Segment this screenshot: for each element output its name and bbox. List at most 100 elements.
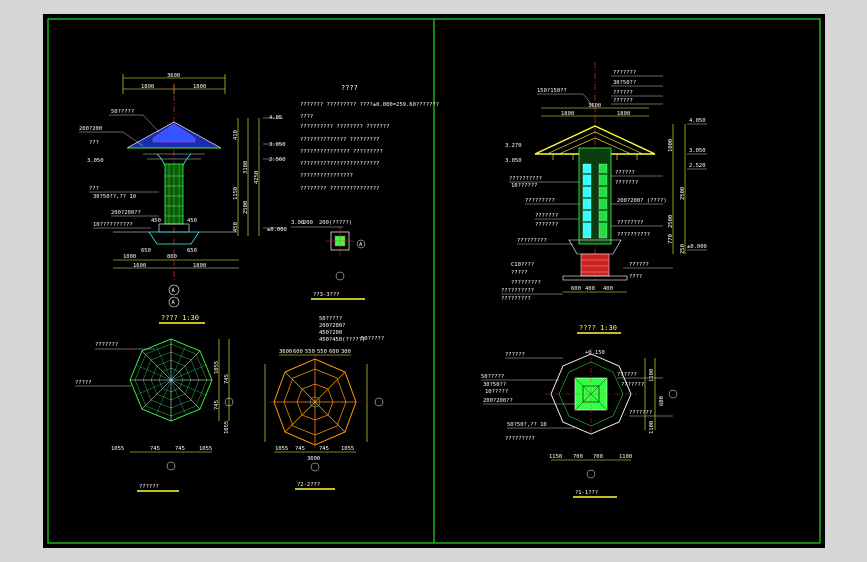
right-label-r-d: ???????? — [617, 220, 644, 226]
right-rdim-e: 250 — [680, 244, 686, 254]
left-rdim-d: 1150 — [233, 187, 239, 200]
plan2-dim-top-b: 600 — [293, 349, 303, 355]
roof-plan: ??????? ????? 1055 745 745 1055 1055 745… — [75, 338, 234, 492]
right-label-r-e: ?????????? — [617, 232, 650, 238]
plan2-dim-top-f: 300 — [341, 349, 351, 355]
design-notes: ???? ??????? ????????? ????±0.000=259.60… — [300, 84, 439, 192]
right-level-b: 3.050 — [689, 148, 706, 154]
right-label-l-j: ?????????? — [501, 288, 534, 294]
plan1-dim-r-a: 1100 — [649, 369, 655, 382]
left-label-b: 200?200 — [79, 126, 102, 132]
left-rdim-b: 3180 — [243, 161, 249, 174]
right-label-l-k: ????????? — [501, 296, 531, 302]
roofplan-dim-r-a: 1055 — [214, 361, 220, 374]
right-label-r-a: ?????? — [615, 170, 635, 176]
right-level-a: 4.050 — [689, 118, 706, 124]
left-label-d: 30?50??,?? 10 — [93, 194, 136, 200]
left-label-a: 50????? — [111, 109, 134, 115]
cad-sheet: 3600 1800 1800 1000 800 1600 1800 450 45… — [43, 14, 825, 548]
roofplan-dim-bot-a: 1055 — [111, 446, 124, 452]
left-level-b: 3.050 — [269, 142, 286, 148]
left-rdim-e: 2500 — [243, 201, 249, 214]
plan2-label-a: 50????? — [319, 316, 342, 322]
right-elevation-title: ???? 1:30 — [579, 324, 617, 332]
right-level-c: 2.520 — [689, 163, 706, 169]
plan2-total: 3600 — [307, 456, 320, 462]
roofplan-dim-bot-b: 745 — [150, 446, 160, 452]
roofplan-dim-r-b: 745 — [224, 374, 230, 384]
plan2-dim-top-d: 550 — [317, 349, 327, 355]
plan2-label-e: 50????? — [361, 336, 384, 342]
plan2-dim-bot-b: 745 — [295, 446, 305, 452]
right-elevation: 3600 1800 1800 600 400 400 1000 2500 250… — [501, 62, 707, 334]
right-label-r-f: ?????? — [629, 262, 649, 268]
roofplan-dim-bot-d: 1055 — [199, 446, 212, 452]
left-axis-a: A — [172, 288, 176, 294]
left-level-c: 2.560 — [269, 157, 286, 163]
right-rdim-c: 2500 — [668, 215, 674, 228]
right-label-l-f: ????????? — [517, 238, 547, 244]
plan1-label-f: 50?50?,?? 10 — [507, 422, 547, 428]
left-dim-bot-c: 1600 — [133, 263, 146, 269]
right-label-l-i: ????????? — [511, 280, 541, 286]
notes-line-0: ??????? ????????? ????±0.000=259.60?????… — [300, 102, 439, 108]
right-dim-top-b: 1800 — [617, 111, 630, 117]
right-label-l-a: ?????????? — [509, 176, 542, 182]
notes-line-4: ??????????????? ????????? — [300, 149, 383, 155]
left-axis-b: A — [172, 300, 176, 306]
right-label-l-c: ????????? — [525, 198, 555, 204]
plan1-dim-r-b: 600 — [659, 396, 665, 406]
detail-label-b: 200 — [303, 220, 313, 226]
right-label-top-c: ?????? — [613, 90, 633, 96]
left-label-e: 200?200?? — [111, 210, 141, 216]
right-level-d: ±0.000 — [687, 244, 707, 250]
right-level-e: 3.270 — [505, 143, 522, 149]
notes-line-7: ???????? ??????????????? — [300, 186, 379, 192]
plan1-dim-bot-b: 700 — [573, 454, 583, 460]
right-label-l-e: ??????? — [535, 222, 558, 228]
right-label-top-a: ??????? — [613, 70, 636, 76]
left-dim-bot-a: 1000 — [123, 254, 136, 260]
left-label-c: ??? — [89, 186, 99, 192]
right-dim-bot-c: 400 — [603, 286, 613, 292]
plan1-label-i: ??????? — [621, 382, 644, 388]
plan1-label-d: 10????? — [485, 389, 508, 395]
right-dim-bot-a: 600 — [571, 286, 581, 292]
plan2-dim-top-e: 600 — [329, 349, 339, 355]
plan-1-1: +0.150 ?????? 50????? 30?50?? 10????? 20… — [481, 348, 678, 498]
detail-axis: A — [359, 242, 363, 248]
plan1-dim-r-c: 1100 — [649, 421, 655, 434]
left-rdim-f: 450 — [233, 222, 239, 232]
right-rdim-b: 2500 — [680, 187, 686, 200]
left-elevation-title: ???? 1:30 — [161, 314, 199, 322]
left-label-g: ??? — [89, 140, 99, 146]
left-elevation: 3600 1800 1800 1000 800 1600 1800 450 45… — [79, 73, 287, 324]
left-rdim-c: 4250 — [254, 171, 260, 184]
notes-line-6: ???????????????? — [300, 173, 353, 179]
left-dim-top-total: 3600 — [167, 73, 180, 79]
left-rdim-a: 410 — [233, 130, 239, 140]
right-label-top-e: 150?150?? — [537, 88, 567, 94]
right-rdim-a: 1000 — [668, 139, 674, 152]
notes-line-3: ?????????????? ????????? — [300, 137, 379, 143]
left-dim-mid-a: 450 — [151, 218, 161, 224]
left-label-f: 10?????????? — [93, 222, 133, 228]
right-label-r-g: ???? — [629, 274, 642, 280]
plan2-dim-top-c: 550 — [305, 349, 315, 355]
left-dim-bot-b: 800 — [167, 254, 177, 260]
left-dim-top-b: 1800 — [193, 84, 206, 90]
right-label-l-g: C10???? — [511, 262, 534, 268]
plan2-title: ?2-2??? — [297, 482, 320, 488]
cad-drawing: 3600 1800 1800 1000 800 1600 1800 450 45… — [47, 18, 821, 544]
plan2-dim-bot-a: 1055 — [275, 446, 288, 452]
left-level-e: 3.050 — [87, 158, 104, 164]
plan2-label-d: 450?450(?????) — [319, 337, 365, 343]
roofplan-dim-r-d: 1055 — [224, 421, 230, 434]
plan2-dim-bot-d: 1055 — [341, 446, 354, 452]
right-label-l-h: ????? — [511, 270, 528, 276]
plan1-dim-bot-d: 1100 — [619, 454, 632, 460]
plan-2-2: 50????? 200?200? 450?200 450?450(?????) … — [264, 316, 384, 490]
right-dim-bot-b: 400 — [585, 286, 595, 292]
right-label-top-b: 30?50?? — [613, 80, 636, 86]
roofplan-title: ?????? — [139, 484, 159, 490]
